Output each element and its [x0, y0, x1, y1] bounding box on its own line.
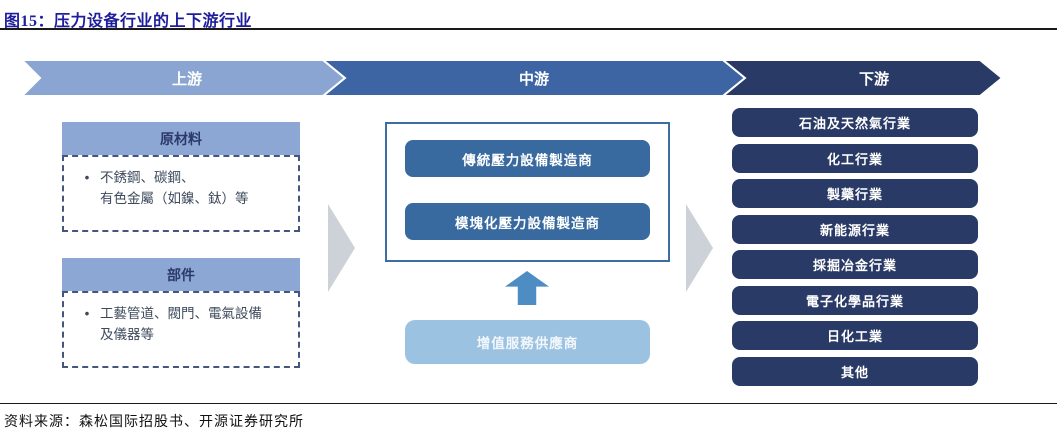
stage-label-upstream: 上游 — [172, 70, 202, 88]
up-arrow-icon — [505, 271, 549, 305]
raw-materials-line2: 有色金屬（如鎳、鈦）等 — [100, 190, 249, 206]
raw-materials-line1: 不銹鋼、碳鋼、 — [100, 170, 195, 185]
stage-banner: 上游 中游 下游 — [22, 60, 1004, 96]
components-line2: 及儀器等 — [100, 326, 154, 342]
industry-pill-chemical: 化工行業 — [732, 143, 978, 173]
chevron-midstream — [321, 60, 747, 96]
value-added-service-box: 增值服務供應商 — [405, 320, 650, 364]
industry-pill-oil-gas: 石油及天然氣行業 — [732, 108, 978, 137]
right-arrow-icon — [686, 204, 713, 292]
industry-pill-mining-metallurgy: 採掘冶金行業 — [732, 250, 978, 280]
raw-materials-bullet-item: • 不銹鋼、碳鋼、 有色金屬（如鎳、鈦）等 — [74, 168, 288, 210]
industry-pill-daily-chemical: 日化工業 — [732, 321, 978, 351]
footer-divider — [0, 403, 1057, 404]
title-divider — [0, 28, 1057, 30]
industry-pill-new-energy: 新能源行業 — [732, 214, 978, 244]
chevron-upstream — [22, 60, 347, 96]
bullet-icon: • — [84, 170, 90, 185]
components-line1: 工藝管道、閥門、電氣設備 — [100, 306, 262, 321]
components-box: • 工藝管道、閥門、電氣設備 及儀器等 — [62, 291, 300, 368]
right-arrow-icon — [328, 204, 355, 292]
industry-pill-others: 其他 — [732, 356, 978, 386]
components-bullet-item: • 工藝管道、閥門、電氣設備 及儀器等 — [74, 304, 288, 346]
raw-materials-header: 原材料 — [62, 122, 300, 155]
industry-pill-electronic-chemicals: 電子化學品行業 — [732, 285, 978, 315]
data-source: 资料来源：森松国际招股书、开源证券研究所 — [4, 415, 304, 430]
stage-label-downstream: 下游 — [859, 70, 889, 88]
industry-pill-pharma: 製藥行業 — [732, 179, 978, 209]
stage-label-midstream: 中游 — [519, 70, 549, 88]
components-header: 部件 — [62, 258, 300, 291]
figure-title: 图15：压力设备行业的上下游行业 — [4, 13, 253, 30]
traditional-manufacturer-box: 傳統壓力設備製造商 — [405, 140, 650, 177]
modular-manufacturer-box: 模塊化壓力設備製造商 — [405, 203, 650, 240]
bullet-icon: • — [84, 306, 90, 321]
downstream-industries-list: 石油及天然氣行業 化工行業 製藥行業 新能源行業 採掘冶金行業 電子化學品行業 … — [732, 108, 978, 386]
raw-materials-text: 不銹鋼、碳鋼、 有色金屬（如鎳、鈦）等 — [100, 168, 249, 210]
components-text: 工藝管道、閥門、電氣設備 及儀器等 — [100, 304, 262, 346]
raw-materials-box: • 不銹鋼、碳鋼、 有色金屬（如鎳、鈦）等 — [62, 155, 300, 232]
chevron-downstream — [721, 60, 1004, 96]
